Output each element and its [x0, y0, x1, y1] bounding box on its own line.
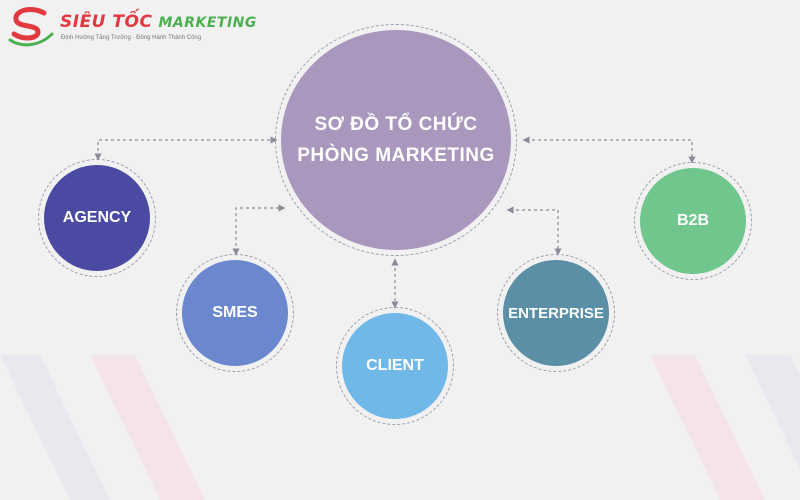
node-smes-label: SMES — [212, 304, 258, 321]
center-node-label: SƠ ĐỒ TỔ CHỨC PHÒNG MARKETING — [297, 109, 495, 171]
brand-logo: SIÊU TỐC MARKETING Định Hướng Tăng Trưởng… — [8, 6, 256, 48]
node-b2b-label: B2B — [676, 212, 709, 229]
logo-word-sieutoc: SIÊU TỐC — [60, 12, 153, 32]
node-client-label: CLIENT — [366, 357, 424, 374]
node-client: CLIENT — [336, 307, 454, 425]
node-agency-label: AGENCY — [62, 209, 132, 226]
logo-title: SIÊU TỐC MARKETING — [60, 12, 257, 32]
node-agency: AGENCY — [38, 159, 156, 277]
logo-word-marketing: MARKETING — [158, 15, 257, 31]
connector-b2b — [522, 136, 696, 164]
node-enterprise: ENTERPRISE — [497, 254, 615, 372]
node-b2b: B2B — [634, 162, 752, 280]
logo-tagline: Định Hướng Tăng Trưởng · Đồng Hành Thành… — [61, 35, 202, 41]
connector-agency — [94, 136, 278, 161]
node-smes: SMES — [176, 254, 294, 372]
connector-enterprise — [506, 206, 562, 256]
connector-smes — [232, 204, 286, 256]
center-title-line1: SƠ ĐỒ TỔ CHỨC — [314, 114, 478, 135]
center-node: SƠ ĐỒ TỔ CHỨC PHÒNG MARKETING — [275, 24, 517, 256]
logo-swoosh-icon — [8, 7, 54, 47]
center-title-line2: PHÒNG MARKETING — [297, 145, 495, 166]
node-enterprise-label: ENTERPRISE — [508, 304, 604, 322]
